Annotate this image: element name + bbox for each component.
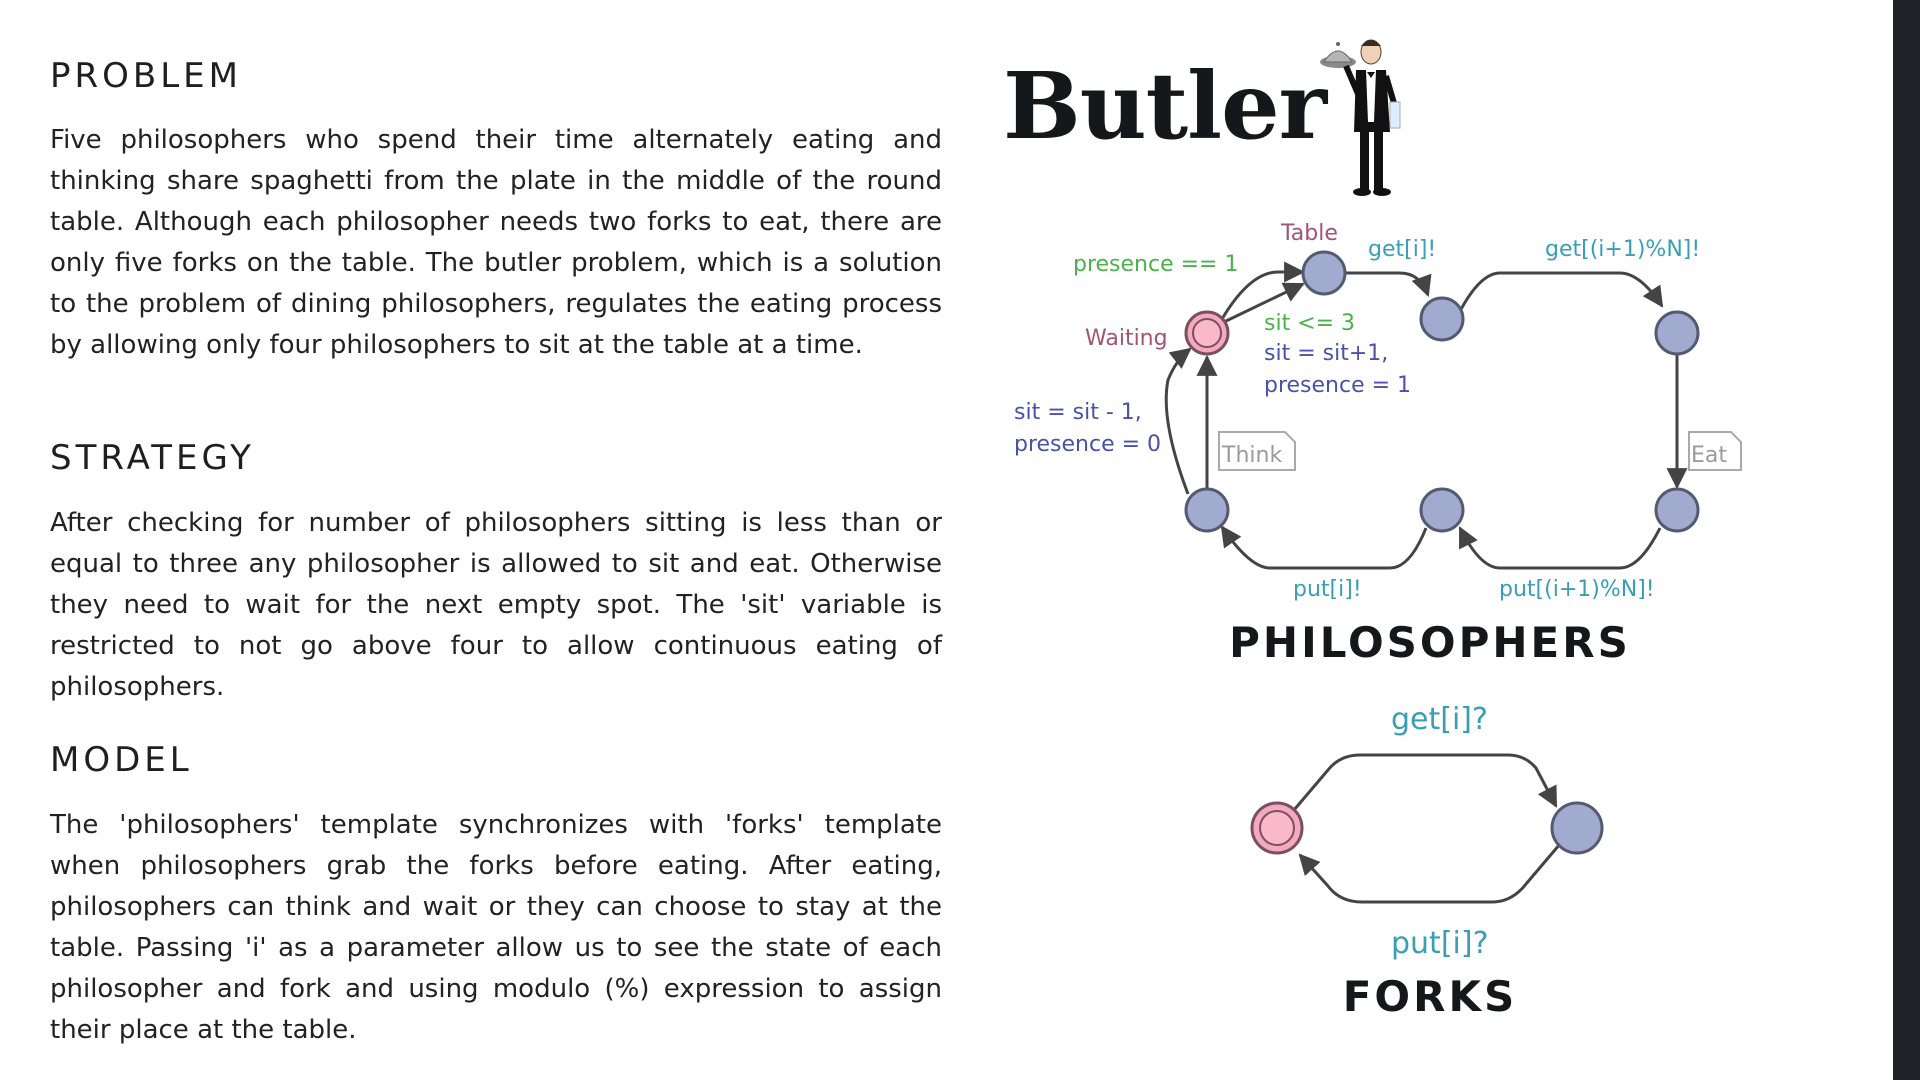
location-s3 — [1654, 310, 1700, 356]
think-note-label: Think — [1221, 443, 1282, 468]
forks-caption: FORKS — [1342, 972, 1518, 1021]
assign-presence-set: presence = 1 — [1264, 373, 1411, 398]
sync-put-next: put[(i+1)%N]! — [1499, 577, 1655, 602]
problem-heading: PROBLEM — [50, 56, 242, 96]
assign-sit-dec: sit = sit - 1, — [1014, 400, 1142, 425]
location-waiting-inner — [1192, 318, 1222, 348]
assign-sit-inc: sit = sit+1, — [1264, 341, 1388, 366]
butler-figure-icon — [1320, 39, 1401, 196]
guard-sit: sit <= 3 — [1264, 311, 1355, 336]
sync-get-i: get[i]! — [1368, 237, 1436, 262]
edge-table-to-s2 — [1345, 271, 1432, 297]
problem-text: Five philosophers who spend their time a… — [50, 125, 942, 360]
forks-diagram: get[i]? put[i]? — [1250, 702, 1604, 961]
edge-s6-to-waiting-curve — [1164, 347, 1192, 495]
edge-s2-to-s3 — [1457, 271, 1664, 314]
sync-get-next: get[(i+1)%N]! — [1545, 237, 1700, 262]
fork-sync-get: get[i]? — [1391, 702, 1488, 737]
fork-sync-put: put[i]? — [1391, 926, 1489, 961]
location-table — [1301, 250, 1347, 296]
edge-waiting-to-table-upper — [1220, 261, 1306, 320]
location-s2 — [1419, 296, 1465, 342]
assign-presence-clear: presence = 0 — [1014, 432, 1161, 457]
location-name-waiting: Waiting — [1085, 326, 1168, 351]
location-s4 — [1654, 487, 1700, 533]
sync-put-i: put[i]! — [1293, 577, 1362, 602]
edge-s4-to-s5 — [1458, 526, 1662, 570]
location-s5 — [1419, 487, 1465, 533]
page-title: Butler — [1003, 52, 1327, 160]
strategy-text: After checking for number of philosopher… — [50, 508, 942, 702]
strategy-heading: STRATEGY — [50, 438, 255, 478]
fork-location-free-inner — [1259, 810, 1295, 846]
edge-waiting-to-table-lower — [1223, 282, 1305, 324]
location-s6 — [1184, 487, 1230, 533]
edge-s5-to-s6 — [1220, 525, 1428, 570]
edge-fork-get — [1292, 753, 1558, 811]
philosophers-caption: PHILOSOPHERS — [1229, 618, 1631, 667]
eat-note-label: Eat — [1691, 443, 1727, 468]
fork-location-taken — [1550, 801, 1604, 855]
guard-presence: presence == 1 — [1073, 252, 1238, 277]
think-note — [1218, 431, 1296, 471]
model-heading: MODEL — [50, 740, 193, 780]
right-edge-bar — [1893, 0, 1920, 1080]
eat-note — [1688, 431, 1742, 471]
edge-fork-put — [1298, 843, 1562, 904]
model-text: The 'philosophers' template synchronizes… — [50, 810, 942, 1045]
location-name-table: Table — [1280, 221, 1338, 246]
philosophers-diagram: Table Waiting presence == 1 sit <= 3 sit… — [1014, 221, 1742, 602]
